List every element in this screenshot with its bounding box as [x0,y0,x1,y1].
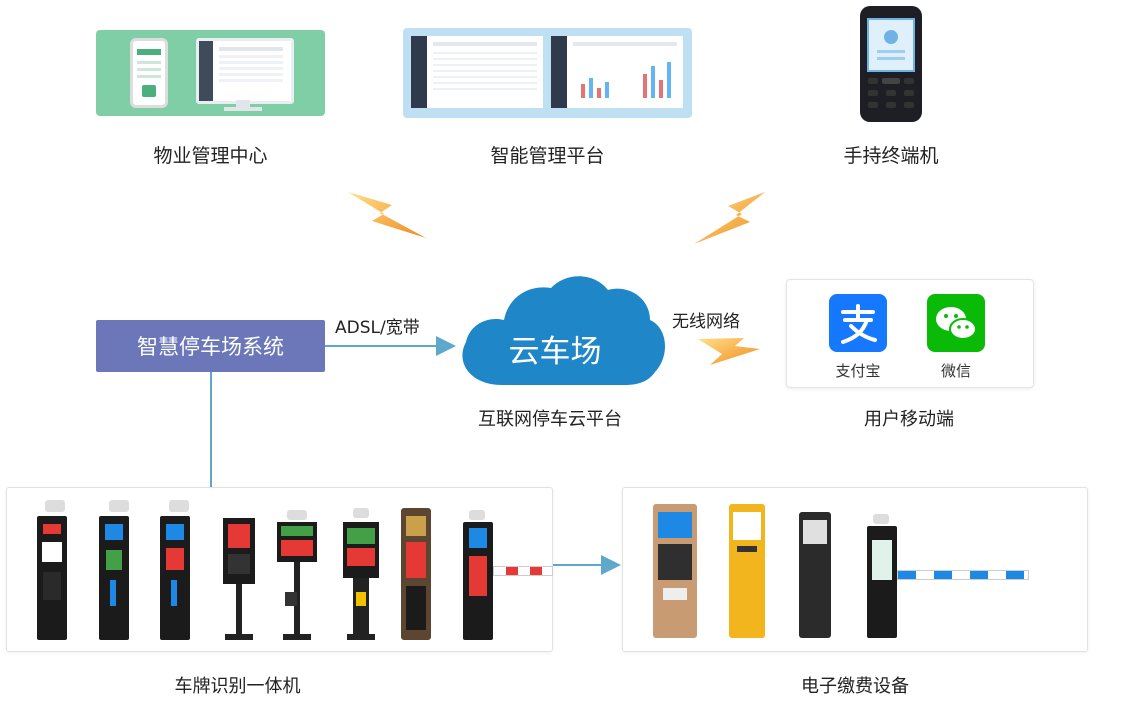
lightning-icon-right [694,192,765,244]
lightning-icon-wireless [698,338,760,365]
lpr-device-icon [401,508,431,640]
payment-kiosk-icon [653,504,697,638]
lpr-label: 车牌识别一体机 [174,676,301,697]
barrier-arm-icon [493,566,553,576]
lpr-device-icon [223,518,255,584]
smart-platform-label: 智能管理平台 [490,145,605,167]
smart-platform-image [403,28,692,118]
wireless-label: 无线网络 [672,312,740,332]
handheld-label: 手持终端机 [843,145,939,167]
lpr-device-icon [277,522,317,562]
wechat-label: 微信 [940,362,971,380]
property-center-label: 物业管理中心 [153,145,268,167]
alipay-label: 支付宝 [835,362,881,380]
lpr-device-icon [463,522,493,640]
payment-devices-panel [622,487,1088,652]
alipay-icon [829,294,887,352]
parking-system-box: 智慧停车场系统 [96,320,325,372]
payment-label: 电子缴费设备 [801,676,909,697]
lpr-device-icon [99,516,129,640]
adsl-label: ADSL/宽带 [335,318,420,338]
cloud-shape [462,276,666,385]
lightning-icon-left [348,192,426,238]
lpr-device-icon [160,516,190,640]
lpr-device-icon [37,516,67,640]
lpr-device-icon [343,522,379,578]
monitor-icon [196,38,294,104]
wechat-icon [927,294,985,352]
lpr-devices-panel [6,487,553,652]
phone-icon [130,38,168,108]
user-mobile-label: 用户移动端 [864,409,954,430]
cloud-title: 云车场 [508,334,602,370]
payment-kiosk-icon [799,512,831,638]
handheld-terminal-icon [860,6,922,122]
cloud-caption: 互联网停车云平台 [478,409,622,430]
barrier-gate-icon [867,526,897,638]
parking-system-label: 智慧停车场系统 [137,335,284,359]
payment-kiosk-icon [729,504,765,638]
property-center-image [96,30,325,116]
user-mobile-card: 支付宝 微信 [786,279,1034,388]
barrier-arm-icon [897,570,1029,580]
